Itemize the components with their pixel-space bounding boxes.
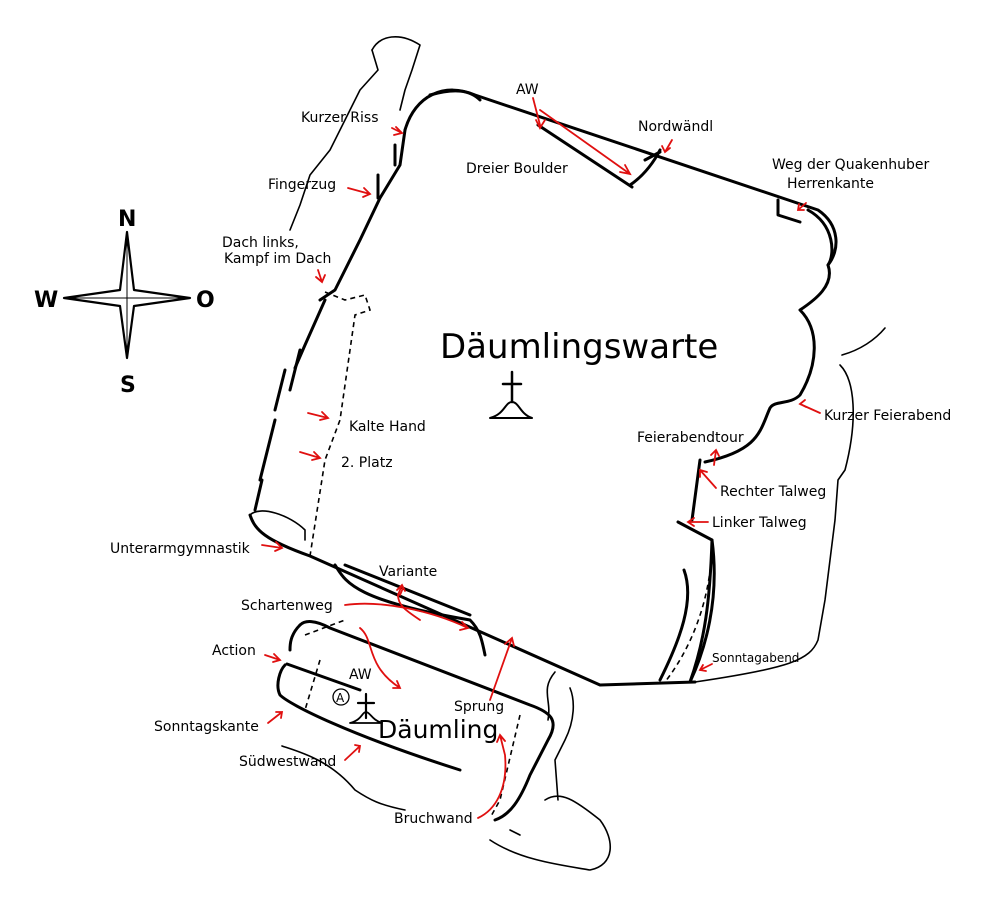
daeumlingswarte-outline (248, 88, 838, 687)
route-label-dach-links: Dach links, (222, 235, 299, 251)
route-label-kampf-im-dach: Kampf im Dach (224, 251, 331, 267)
route-label-unterarmgymnastik: Unterarmgymnastik (110, 541, 251, 557)
peak-label-daeumlingswarte: Däumlingswarte (440, 327, 718, 367)
route-label-kurzer-feierabend: Kurzer Feierabend (824, 408, 951, 424)
compass-west-label: W (34, 288, 58, 313)
compass-north-label: N (118, 207, 136, 232)
route-label-quakenhuber: Weg der Quakenhuber (772, 157, 929, 173)
daeumling-outline (276, 563, 555, 822)
route-arrows (261, 97, 821, 819)
compass-south-label: S (120, 373, 136, 398)
terrain-lines (249, 36, 886, 871)
route-label-linker-talweg: Linker Talweg (712, 515, 807, 531)
route-label-feierabendtour: Feierabendtour (637, 430, 744, 446)
route-label-aw-top: AW (516, 82, 539, 98)
route-label-suedwestwand: Südwestwand (239, 754, 336, 770)
route-label-fingerzug: Fingerzug (268, 177, 336, 193)
anchor-label: A (336, 691, 345, 705)
route-label-schartenweg: Schartenweg (241, 598, 333, 614)
route-label-kurzer-riss: Kurzer Riss (301, 110, 379, 126)
route-label-bruchwand: Bruchwand (394, 811, 473, 827)
compass-rose: N S W O (34, 207, 215, 398)
summit-cross-small-icon (349, 692, 383, 724)
route-label-kalte-hand: Kalte Hand (349, 419, 426, 435)
anchor-circle-icon: A (332, 688, 350, 706)
route-label-herrenkante: Herrenkante (787, 176, 874, 192)
route-label-variante: Variante (379, 564, 437, 580)
summit-cross-icon (489, 370, 533, 419)
route-label-sonntagskante: Sonntagskante (154, 719, 259, 735)
route-label-rechter-talweg: Rechter Talweg (720, 484, 826, 500)
route-label-aw-small: AW (349, 667, 372, 683)
route-label-2-platz: 2. Platz (341, 455, 393, 471)
route-label-action: Action (212, 643, 256, 659)
route-label-dreier-boulder: Dreier Boulder (466, 161, 568, 177)
dashed-routes (304, 291, 713, 819)
route-label-nordwaendl: Nordwändl (638, 119, 713, 135)
compass-east-label: O (196, 288, 215, 313)
peak-label-daeumling: Däumling (378, 715, 498, 744)
route-label-sprung: Sprung (454, 699, 504, 715)
route-label-sonntagabend: Sonntagabend (712, 651, 799, 665)
